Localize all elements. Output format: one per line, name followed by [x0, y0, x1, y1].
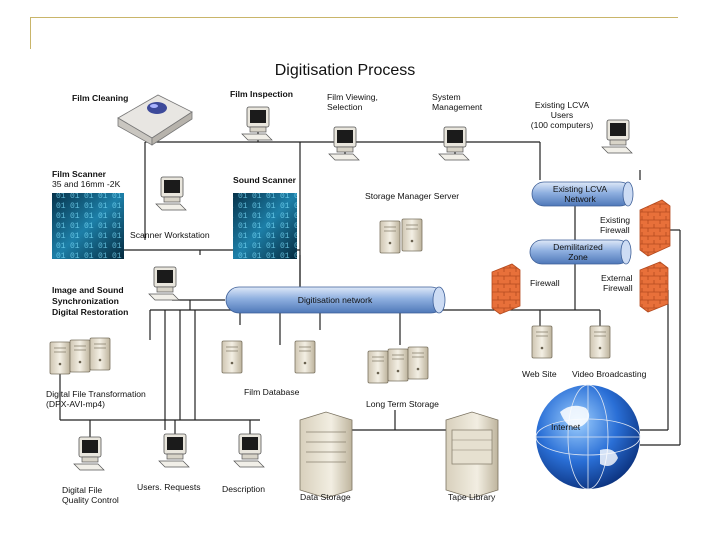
label-lcva-network-2: Network — [564, 194, 596, 204]
label-sync-3: Digital Restoration — [52, 307, 128, 317]
label-quality-1: Digital File — [62, 485, 102, 495]
sync-restoration-pc — [148, 266, 180, 301]
label-lcva-network-1: Existing LCVA — [553, 184, 608, 194]
label-sync-1: Image and Sound — [52, 285, 124, 295]
label-existing-firewall-2: Firewall — [600, 225, 630, 235]
label-scanner-workstation: Scanner Workstation — [130, 230, 210, 240]
system-management-pc — [438, 126, 470, 161]
sound-scanner-bits — [233, 193, 297, 259]
description-pc — [233, 433, 265, 468]
file-transform-server-1 — [49, 341, 71, 375]
internet-globe — [535, 384, 641, 490]
label-film-inspection: Film Inspection — [230, 89, 293, 99]
label-tape-library: Tape Library — [448, 492, 496, 502]
quality-control-pc — [73, 436, 105, 471]
label-external-firewall-1: External — [601, 273, 633, 283]
diagram-title: Digitisation Process — [275, 62, 416, 79]
label-film-cleaning: Film Cleaning — [72, 93, 128, 103]
film-database-server-1 — [221, 340, 243, 374]
tape-library-tower — [445, 411, 499, 499]
long-term-storage-server-2 — [387, 348, 409, 382]
label-description: Description — [222, 484, 265, 494]
file-transform-server-2 — [69, 339, 91, 373]
label-long-term-storage: Long Term Storage — [366, 399, 439, 409]
label-film-scanner-1: Film Scanner — [52, 169, 107, 179]
label-film-viewing-1: Film Viewing, — [327, 92, 378, 102]
video-broadcasting-server — [589, 325, 611, 359]
storage-manager-server-2 — [401, 218, 423, 252]
label-film-scanner-2: 35 and 16mm -2K — [52, 179, 121, 189]
long-term-storage-server-3 — [407, 346, 429, 380]
label-film-database: Film Database — [244, 387, 300, 397]
label-sound-scanner: Sound Scanner — [233, 175, 297, 185]
label-dmz-2: Zone — [568, 252, 588, 262]
label-existing-users-1: Existing LCVA — [535, 100, 590, 110]
long-term-storage-server-1 — [367, 350, 389, 384]
slide-frame-left — [30, 17, 31, 49]
storage-manager-server-1 — [379, 220, 401, 254]
label-firewall: Firewall — [530, 278, 560, 288]
label-existing-users-2: Users — [551, 110, 573, 120]
film-cleaning-machine — [117, 94, 193, 146]
label-file-transform-2: (DPX-AVI-mp4) — [46, 399, 105, 409]
film-inspection-pc — [241, 106, 273, 141]
digitisation-network — [225, 286, 446, 314]
label-system-mgmt-2: Management — [432, 102, 483, 112]
existing-users-pc — [601, 119, 633, 154]
slide-frame-top — [30, 17, 678, 18]
label-film-viewing-2: Selection — [327, 102, 363, 112]
user-requests-pc — [158, 433, 190, 468]
label-quality-2: Quality Control — [62, 495, 119, 505]
file-transform-server-3 — [89, 337, 111, 371]
data-storage-tower — [299, 411, 353, 499]
web-site-server — [531, 325, 553, 359]
film-scanner-bits — [52, 193, 124, 259]
label-existing-firewall-1: Existing — [600, 215, 630, 225]
label-sync-2: Synchronization — [52, 296, 119, 306]
label-dmz-1: Demilitarized — [553, 242, 603, 252]
label-file-transform-1: Digital File Transformation — [46, 389, 146, 399]
label-external-firewall-2: Firewall — [603, 283, 633, 293]
label-system-mgmt-1: System — [432, 92, 461, 102]
label-internet: Internet — [551, 422, 581, 432]
scanner-workstation-pc — [155, 176, 187, 211]
label-existing-users-3: (100 computers) — [531, 120, 594, 130]
label-user-requests: Users. Requests — [137, 482, 201, 492]
firewall-left — [491, 263, 521, 315]
label-data-storage: Data Storage — [300, 492, 351, 502]
film-viewing-pc — [328, 126, 360, 161]
demilitarized-zone — [529, 239, 632, 265]
external-firewall — [639, 261, 669, 313]
label-digitisation-network: Digitisation network — [298, 295, 373, 305]
existing-firewall — [639, 199, 671, 257]
label-storage-manager-server: Storage Manager Server — [365, 191, 459, 201]
film-database-server-2 — [294, 340, 316, 374]
existing-lcva-network — [531, 181, 634, 207]
label-web-site: Web Site — [522, 369, 557, 379]
label-video-broadcasting: Video Broadcasting — [572, 369, 647, 379]
